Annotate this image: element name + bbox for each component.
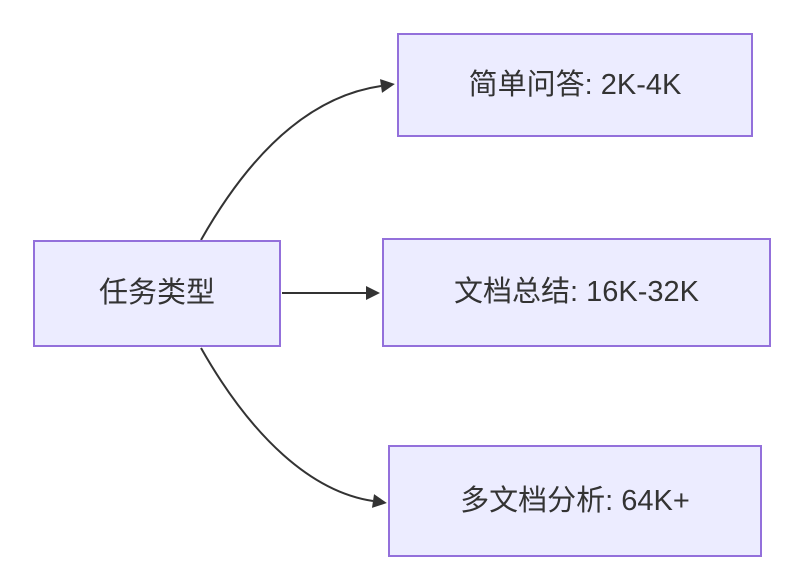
node-multi-doc-label: 多文档分析: 64K+ [460,484,690,517]
node-task-type: 任务类型 [33,240,281,347]
node-simple-qa-label: 简单问答: 2K-4K [468,68,682,101]
node-task-type-label: 任务类型 [98,277,215,310]
node-multi-doc: 多文档分析: 64K+ [388,445,762,557]
node-doc-summary: 文档总结: 16K-32K [382,238,771,347]
node-doc-summary-label: 文档总结: 16K-32K [454,276,699,309]
node-simple-qa: 简单问答: 2K-4K [397,33,753,137]
edge-task-to-simple-qa [200,79,395,241]
edge-task-to-multi-doc [200,347,387,508]
